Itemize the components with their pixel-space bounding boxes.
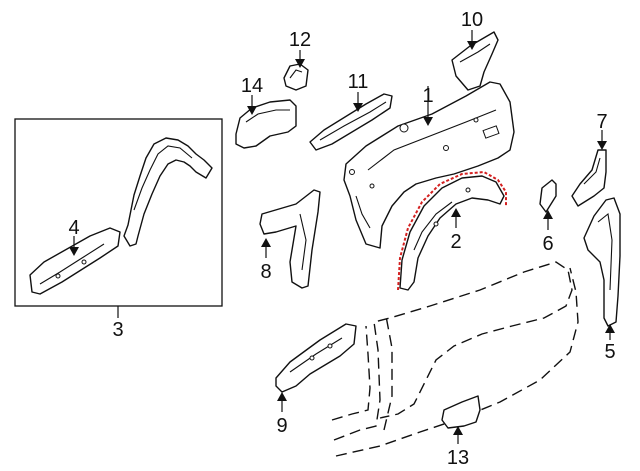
inset-arch-part[interactable] [123, 137, 213, 247]
callout-12: 12 [289, 29, 311, 51]
lock-pillar-bracket[interactable] [259, 189, 321, 289]
callout-3: 3 [112, 319, 123, 341]
quarter-outer-phantom [331, 261, 579, 457]
callout-4: 4 [68, 217, 79, 239]
small-bracket[interactable] [539, 179, 557, 213]
upper-reinforcement[interactable] [451, 31, 499, 91]
callout-2: 2 [450, 231, 461, 253]
callout-13: 13 [447, 447, 469, 469]
rear-pillar-trim[interactable] [583, 197, 621, 327]
rocker-closeout[interactable] [275, 323, 357, 393]
quarter-inner-panel[interactable] [343, 81, 515, 249]
callout-10: 10 [461, 9, 483, 31]
callout-11: 11 [348, 71, 369, 93]
callout-5: 5 [604, 341, 615, 363]
corner-cap[interactable] [283, 63, 309, 91]
arrowheads [247, 41, 615, 435]
callout-7: 7 [596, 111, 607, 133]
callout-9: 9 [276, 415, 287, 437]
callout-1: 1 [422, 85, 433, 107]
arrow-4 [69, 247, 79, 256]
belt-cap[interactable] [235, 99, 297, 149]
rocker-extension[interactable] [29, 227, 121, 295]
rail-extension[interactable] [309, 93, 393, 151]
wheelhouse-outer-highlighted[interactable] [397, 170, 507, 291]
callout-6: 6 [542, 233, 553, 255]
lower-extension[interactable] [441, 395, 481, 429]
upper-pillar-bracket[interactable] [571, 149, 607, 207]
callout-14: 14 [241, 75, 263, 97]
highlight-outline [397, 170, 507, 291]
callout-8: 8 [260, 261, 271, 283]
